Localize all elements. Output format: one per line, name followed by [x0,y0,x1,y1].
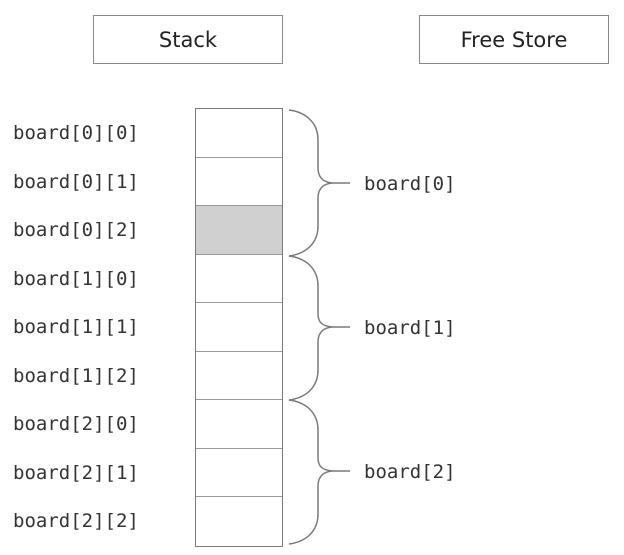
free-store-header-label: Free Store [460,27,568,52]
brace-board-1 [288,255,333,401]
brace-board-0 [288,109,333,257]
stack-cell [196,449,282,497]
stack-cell [196,400,282,449]
row-label: board[2][1] [13,461,139,484]
stack-cell [196,255,282,303]
group-label-board-0: board[0] [364,173,456,195]
brace-board-0-lower [317,182,333,199]
group-label-board-1: board[1] [364,317,456,339]
stack-cell [196,303,282,352]
row-label: board[1][1] [13,316,139,338]
row-label: board[0][0] [13,122,139,144]
stack-cell [196,206,282,255]
row-label: board[1][0] [13,267,139,290]
row-label: board[0][2] [13,219,139,241]
row-label: board[1][2] [13,364,139,387]
brace-board-2-lower [317,470,333,487]
stack-header-label: Stack [158,27,218,52]
stack-cells [195,108,283,547]
group-label-board-2: board[2] [364,461,456,483]
row-label: board[0][1] [13,170,139,193]
stack-cell [196,109,282,158]
stack-cell [196,352,282,400]
row-label: board[2][2] [13,510,139,532]
brace-board-2 [288,399,333,545]
brace-board-1-lower [317,326,333,343]
free-store-header: Free Store [419,15,609,64]
stack-cell [196,158,282,206]
stack-header: Stack [93,15,283,64]
row-label: board[2][0] [13,413,139,435]
